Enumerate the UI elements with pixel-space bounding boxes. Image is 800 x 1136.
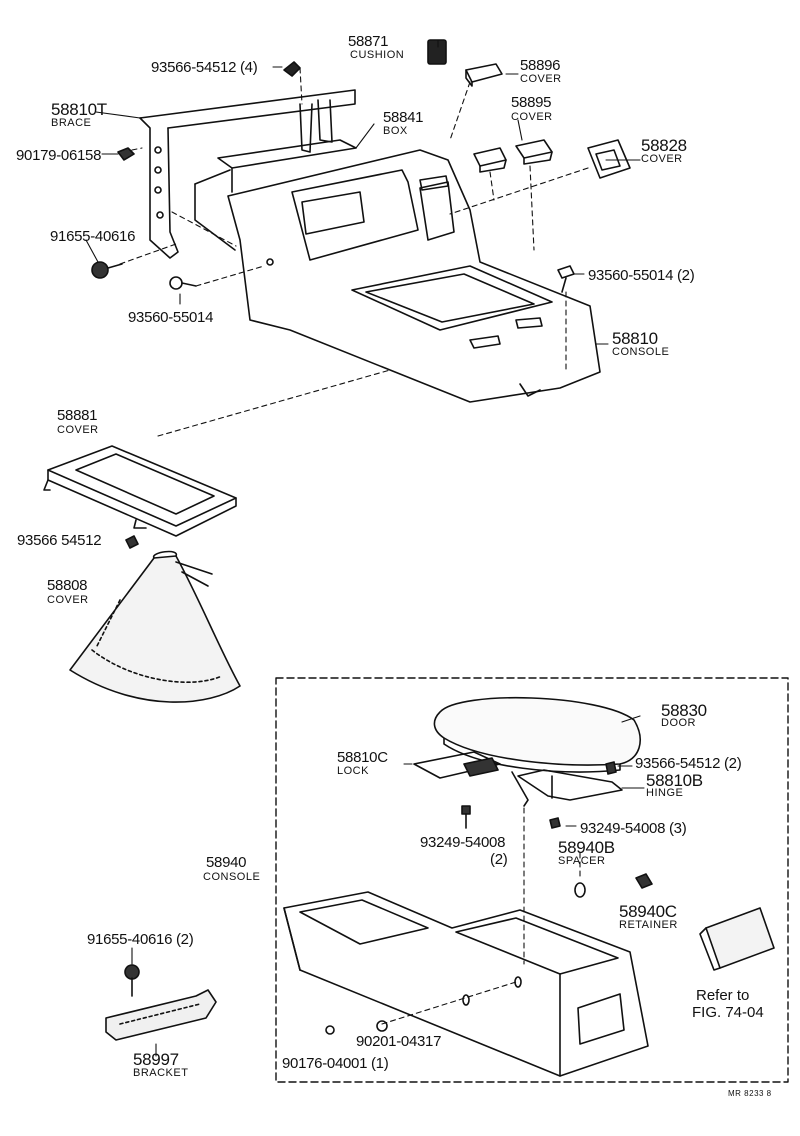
- part-name-box: BOX: [383, 125, 408, 137]
- part-number-58997: 58997: [133, 1050, 179, 1069]
- part-name-brace: BRACE: [51, 117, 92, 129]
- part-name-cover-58808: COVER: [47, 594, 89, 606]
- lower-dashed-leaders: [381, 807, 581, 1025]
- part-name-retainer: RETAINER: [619, 919, 678, 931]
- part-number-58896: 58896: [520, 57, 561, 74]
- door-part: [433, 696, 641, 773]
- referenced-part: [699, 907, 775, 971]
- part-number-58810: 58810: [612, 329, 658, 348]
- lower-leaders: [131, 715, 645, 1057]
- clip-93566-top-part: [283, 61, 301, 77]
- part-name-door: DOOR: [661, 717, 696, 729]
- clip-93566-mid-part: [125, 535, 139, 549]
- part-number-58810T: 58810T: [51, 100, 107, 119]
- screw-parts-lower: [461, 761, 617, 829]
- part-name-console-58940: CONSOLE: [203, 871, 261, 883]
- nut-90179-part: [117, 147, 135, 161]
- reference-note-line2: FIG. 74-04: [692, 1004, 764, 1021]
- brace-part: [139, 89, 356, 259]
- part-number-58810B: 58810B: [646, 771, 703, 790]
- part-name-bracket: BRACKET: [133, 1067, 189, 1079]
- leader-lines: [85, 39, 641, 345]
- part-number-91655-b: 91655-40616 (2): [87, 931, 194, 948]
- cover-58895-parts: [473, 139, 553, 173]
- part-name-cover-58881: COVER: [57, 424, 99, 436]
- part-number-58895: 58895: [511, 94, 552, 111]
- part-number-93566-a: 93566-54512 (4): [151, 59, 258, 76]
- part-name-hinge: HINGE: [646, 787, 684, 799]
- part-name-cushion: CUSHION: [350, 49, 405, 61]
- part-name-console-58810: CONSOLE: [612, 346, 670, 358]
- part-number-58808: 58808: [47, 577, 88, 594]
- reference-note-line1: Refer to: [696, 987, 750, 1004]
- part-number-58881: 58881: [57, 407, 98, 424]
- part-name-spacer: SPACER: [558, 855, 606, 867]
- bolt-91655-part: [91, 261, 123, 279]
- part-number-93249-a: 93249-54008: [420, 834, 506, 851]
- console-58810-part: [227, 149, 601, 403]
- part-number-58940: 58940: [206, 854, 247, 871]
- part-number-58810C: 58810C: [337, 749, 388, 766]
- cushion-part: [427, 39, 447, 65]
- part-number-90176: 90176-04001 (1): [282, 1055, 389, 1072]
- dashed-leaders: [119, 67, 589, 437]
- part-name-cover-58828: COVER: [641, 153, 683, 165]
- part-number-58871: 58871: [348, 33, 389, 50]
- part-name-cover-58896: COVER: [520, 73, 562, 85]
- hinge-part: [511, 769, 623, 807]
- bracket-part: [105, 964, 217, 1041]
- part-number-58841: 58841: [383, 109, 424, 126]
- cover-58896-part: [465, 63, 503, 87]
- screw-93560-left-part: [169, 276, 197, 290]
- part-number-93566-c: 93566-54512 (2): [635, 755, 742, 772]
- shift-boot-part: [69, 550, 241, 703]
- spacer-retainer-parts: [574, 873, 653, 898]
- box-part: [194, 139, 357, 251]
- part-number-93560-a: 93560-55014 (2): [588, 267, 695, 284]
- part-number-90179: 90179-06158: [16, 147, 102, 164]
- cover-58828-part: [587, 139, 631, 179]
- part-number-58940B: 58940B: [558, 838, 615, 857]
- console-58940-part: [283, 891, 649, 1077]
- part-number-58940C: 58940C: [619, 902, 677, 921]
- part-number-93249-b: 93249-54008 (3): [580, 820, 687, 837]
- subassembly-boundary: [275, 677, 789, 1083]
- part-number-90201: 90201-04317: [356, 1033, 442, 1050]
- part-number-58828: 58828: [641, 136, 687, 155]
- screw-93560-right-part: [557, 265, 575, 293]
- part-number-93560-b: 93560-55014: [128, 309, 214, 326]
- part-qty-93249-a: (2): [490, 851, 508, 868]
- part-number-58830: 58830: [661, 701, 707, 720]
- frame-cover-part: [43, 445, 237, 537]
- drawing-code: MR 8233 8: [728, 1089, 772, 1098]
- part-name-cover-58895: COVER: [511, 111, 553, 123]
- part-number-91655-a: 91655-40616: [50, 228, 136, 245]
- part-number-93566-b: 93566 54512: [17, 532, 102, 549]
- part-name-lock: LOCK: [337, 765, 369, 777]
- lock-part: [413, 751, 501, 779]
